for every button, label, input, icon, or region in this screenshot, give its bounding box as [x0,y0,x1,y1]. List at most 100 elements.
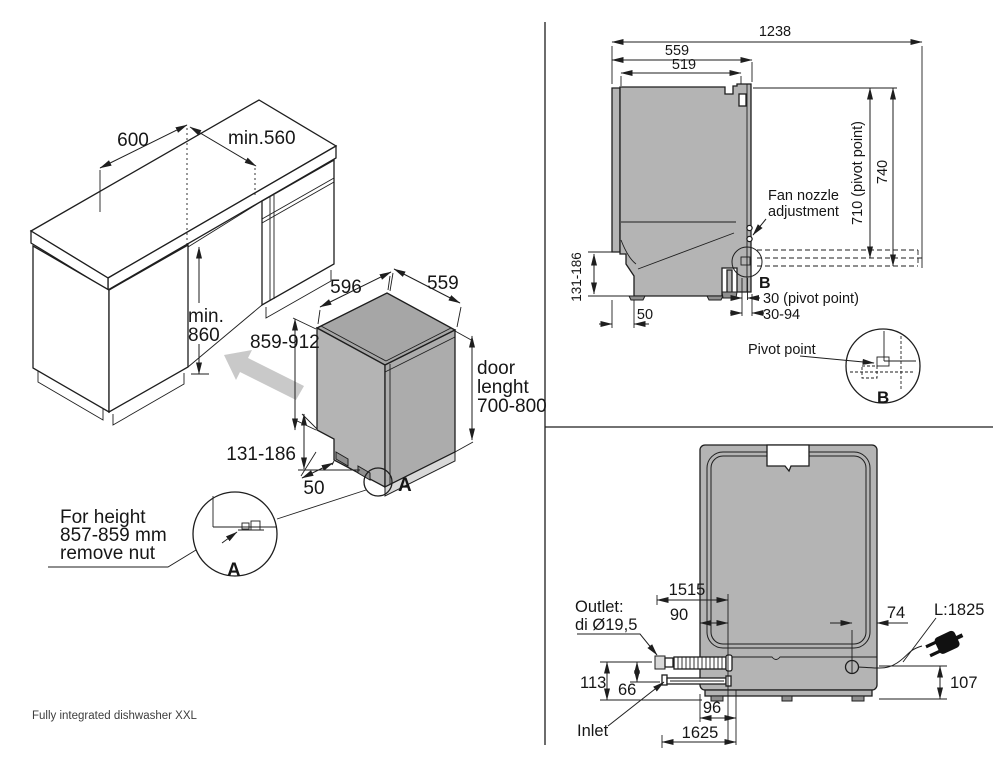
fan-nozzle-label: Fan nozzle adjustment [752,188,839,236]
dim-label-min560: min.560 [228,128,296,149]
front-foot-plate [721,291,738,299]
pivot-detail-label: B [877,388,889,407]
rear-foot [357,465,371,481]
detail-a-label: A [227,560,241,581]
dim-label-559: 559 [427,273,459,294]
note-line-3: remove nut [60,543,156,564]
outlet-hose [654,654,733,672]
dim-label-107: 107 [950,674,978,692]
dim-label-min: min. [188,306,224,327]
dim-label-74: 74 [887,604,905,622]
side-view-body [611,83,763,301]
dim-1625: 1625 [661,724,737,748]
dim-label-L1825: L:1825 [934,601,984,619]
dim-50-side: 50 [599,300,653,328]
dim-label-860: 860 [188,325,220,346]
dim-label-90: 90 [670,606,688,624]
left-cabinet [32,243,189,426]
bottom-foot-1 [710,695,724,702]
detail-marker-a: A [276,467,412,520]
dishwasher-box [315,292,457,497]
footer-caption: Fully integrated dishwasher XXL [32,710,198,722]
dim-label-859-912: 859-912 [250,332,320,353]
dim-cabinet-width: 600 [99,124,188,212]
height-note: For height 857-859 mm remove nut [48,507,197,568]
insertion-arrow [224,350,304,400]
fan-nozzle-screw-2 [746,235,753,243]
dim-cord-length: L:1825 [902,601,984,663]
note-line-1: For height [60,507,146,528]
dim-label-710: 710 (pivot point) [850,121,866,225]
dim-90: 90 [670,606,729,626]
fan-nozzle-line-1: Fan nozzle [768,188,839,204]
side-foot-1 [628,295,646,301]
dim-dw-depth: 596 [317,271,392,325]
dim-niche-depth: min.560 [189,126,296,167]
dim-1238: 1238 [611,24,923,268]
dim-66: 66 [618,661,660,699]
dim-519: 519 [620,57,742,86]
power-cord [857,645,923,669]
dim-foot-offset: 50 [300,451,335,499]
dim-559-side: 559 [611,43,753,82]
open-door-dashed [757,249,922,267]
bottom-foot-3 [851,695,865,702]
fan-nozzle-screw-1 [746,224,753,232]
side-foot-2 [706,295,724,301]
dim-131-186-side: 131-186 [569,251,634,302]
dim-label-596: 596 [330,277,362,298]
isometric-view: 600 min.560 min. 860 [29,99,547,581]
panel-dividers [544,22,993,745]
dim-740: 740 [875,87,896,267]
detail-marker-a-label: A [398,475,412,496]
fan-nozzle-line-2: adjustment [768,204,839,220]
pivot-detail-marker: B [759,275,771,292]
bottom-view: 1515 90 74 L:1825 107 113 [575,444,984,748]
inlet-label-text: Inlet [577,722,609,740]
back-panel [611,87,621,253]
inlet-hose [661,674,732,687]
dim-label-96: 96 [703,699,721,717]
outlet-label: Outlet: di Ø19,5 [575,598,658,656]
dim-label-1238: 1238 [759,24,791,40]
dim-label-30-94: 30-94 [763,307,800,323]
kick-plate [384,451,456,497]
side-view: 1238 559 519 710 (pivot point) 740 131-1… [569,24,923,407]
dim-label-700-800: 700-800 [477,396,547,417]
detail-circle-a: A [192,491,278,581]
dim-96: 96 [699,690,737,745]
dim-pivot-offsets: 30 (pivot point) 30-94 B [730,275,859,323]
dim-dw-width: 559 [389,268,462,328]
dim-113: 113 [580,661,702,701]
dim-710: 710 (pivot point) [753,87,897,259]
niche [186,128,263,368]
top-notch [766,444,810,473]
front-foot [335,451,349,467]
dim-label-50-side: 50 [637,307,653,323]
dim-74: 74 [830,604,908,660]
countertop [29,99,338,292]
pivot-point-label: Pivot point [748,342,816,358]
inlet-label: Inlet [577,681,665,740]
dim-label-50: 50 [303,478,324,499]
dim-label-740: 740 [875,160,891,184]
power-plug-icon [925,630,964,658]
bottom-foot-2 [781,695,793,702]
dim-label-30-pivot: 30 (pivot point) [763,291,859,307]
dim-label-559-side: 559 [665,43,689,59]
nut-detail [241,522,250,530]
bottom-view-body [699,444,878,702]
dim-label-131-186: 131-186 [226,444,296,465]
front-foot-stem [726,269,733,294]
dim-niche-height: min. 860 [188,246,224,375]
dim-label-519: 519 [672,57,696,73]
dim-label-door: door [477,358,516,379]
bottom-plinth [704,689,873,697]
dim-label-600: 600 [117,130,149,151]
dim-label-113: 113 [580,674,606,692]
dim-label-1625: 1625 [682,724,719,742]
dim-label-66: 66 [618,681,636,699]
outlet-hose-thread [673,654,733,672]
